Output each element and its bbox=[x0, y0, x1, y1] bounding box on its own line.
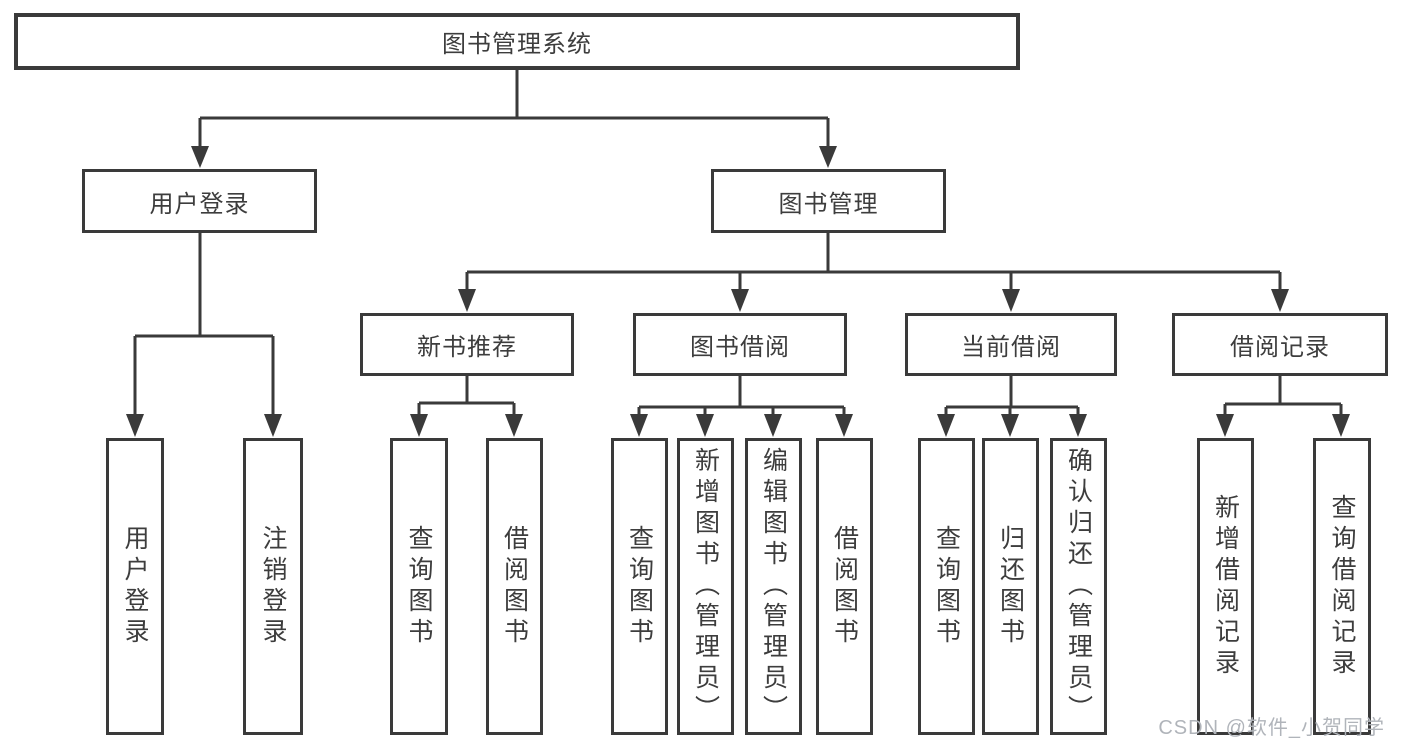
leaf-query-books-current: 查询图书 bbox=[918, 438, 975, 735]
node-book-borrowing: 图书借阅 bbox=[633, 313, 847, 376]
node-borrowing-records: 借阅记录 bbox=[1172, 313, 1388, 376]
node-user-login: 用户登录 bbox=[82, 169, 317, 233]
leaf-borrow-books-recommend: 借阅图书 bbox=[486, 438, 543, 735]
node-book-management: 图书管理 bbox=[711, 169, 946, 233]
node-new-book-recommendation: 新书推荐 bbox=[360, 313, 574, 376]
leaf-query-books-recommend: 查询图书 bbox=[390, 438, 448, 735]
leaf-borrow-books: 借阅图书 bbox=[816, 438, 873, 735]
leaf-confirm-return-admin: 确认归还（管理员） bbox=[1050, 438, 1107, 735]
node-library-management-system: 图书管理系统 bbox=[14, 13, 1020, 70]
leaf-add-borrow-record: 新增借阅记录 bbox=[1197, 438, 1254, 735]
leaf-query-borrow-record: 查询借阅记录 bbox=[1313, 438, 1371, 735]
leaf-logout: 注销登录 bbox=[243, 438, 303, 735]
leaf-query-books-borrow: 查询图书 bbox=[611, 438, 668, 735]
leaf-user-login: 用户登录 bbox=[106, 438, 164, 735]
leaf-add-book-admin: 新增图书（管理员） bbox=[677, 438, 734, 735]
leaf-edit-book-admin: 编辑图书（管理员） bbox=[745, 438, 802, 735]
node-current-borrowing: 当前借阅 bbox=[905, 313, 1117, 376]
leaf-return-books: 归还图书 bbox=[982, 438, 1039, 735]
